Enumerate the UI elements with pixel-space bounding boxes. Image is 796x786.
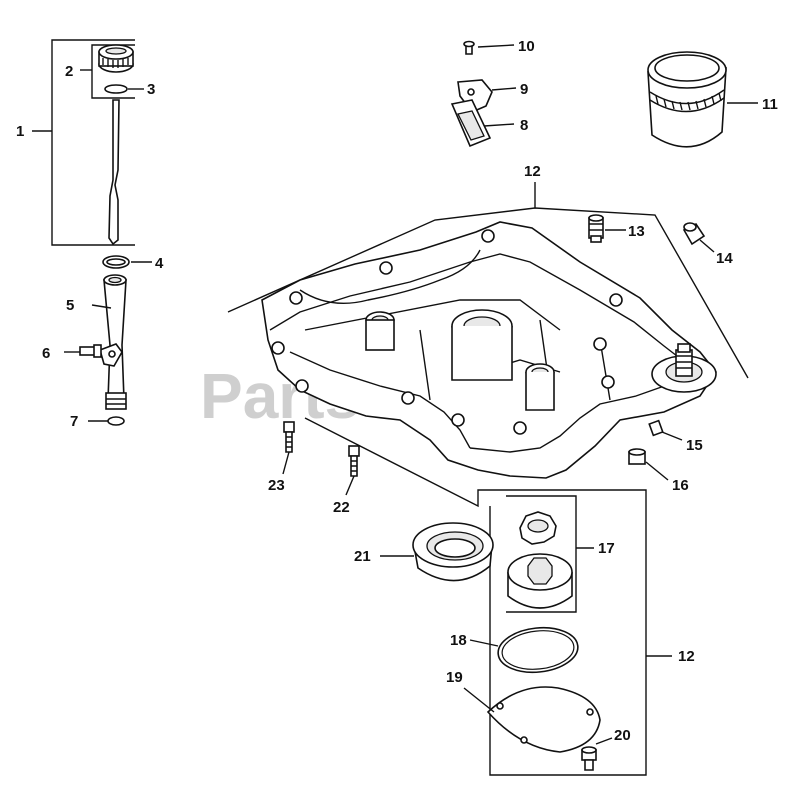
oil-pan bbox=[261, 221, 717, 479]
callout-19: 19 bbox=[446, 669, 463, 686]
plug-14 bbox=[682, 222, 706, 246]
screw-20 bbox=[581, 746, 597, 771]
bracket-1 bbox=[51, 39, 135, 246]
oil-seal bbox=[412, 522, 494, 582]
callout-9: 9 bbox=[520, 81, 528, 98]
callout-11: 11 bbox=[762, 96, 778, 113]
leader-18 bbox=[469, 639, 499, 647]
fitting-15 bbox=[648, 419, 664, 437]
bolt-23 bbox=[283, 421, 295, 453]
callout-5: 5 bbox=[66, 297, 74, 314]
callout-21: 21 bbox=[354, 548, 371, 565]
callout-3: 3 bbox=[147, 81, 155, 98]
leader-15 bbox=[661, 431, 683, 441]
leader-8 bbox=[483, 123, 515, 127]
callout-13: 13 bbox=[628, 223, 645, 240]
callouts: 1 2 3 4 5 6 7 8 9 10 11 12 12 13 14 15 1… bbox=[16, 38, 778, 744]
callout-16: 16 bbox=[672, 477, 689, 494]
dipstick bbox=[108, 99, 120, 246]
callout-18: 18 bbox=[450, 632, 467, 649]
bracket-12-lower bbox=[304, 417, 647, 776]
leader-14 bbox=[699, 239, 715, 253]
callout-6: 6 bbox=[42, 345, 50, 362]
callout-12-upper: 12 bbox=[524, 163, 541, 180]
callout-23: 23 bbox=[268, 477, 285, 494]
decal-group bbox=[450, 40, 517, 148]
bracket-17 bbox=[506, 495, 577, 613]
callout-14: 14 bbox=[716, 250, 733, 267]
dipstick-tube bbox=[103, 274, 127, 410]
leader-22 bbox=[345, 475, 355, 496]
cover-plate-19 bbox=[486, 686, 601, 753]
leader-5 bbox=[91, 304, 112, 309]
fitting-13 bbox=[588, 214, 604, 243]
callout-1: 1 bbox=[16, 123, 24, 140]
callout-8: 8 bbox=[520, 117, 528, 134]
tube-bolt bbox=[79, 343, 123, 367]
bolt-22 bbox=[348, 445, 360, 477]
dipstick-group bbox=[32, 39, 152, 426]
oil-filter bbox=[647, 51, 727, 148]
leader-23 bbox=[282, 451, 290, 475]
o-ring-3 bbox=[104, 84, 128, 94]
o-ring-18 bbox=[497, 626, 579, 674]
o-ring-7 bbox=[107, 416, 125, 426]
callout-17: 17 bbox=[598, 540, 615, 557]
callout-4: 4 bbox=[155, 255, 164, 272]
callout-10: 10 bbox=[518, 38, 535, 55]
callout-12-lower: 12 bbox=[678, 648, 695, 665]
leader-10 bbox=[477, 44, 515, 48]
callout-22: 22 bbox=[333, 499, 350, 516]
leader-9 bbox=[491, 87, 517, 91]
callout-7: 7 bbox=[70, 413, 78, 430]
leader-16 bbox=[645, 461, 669, 481]
leader-19 bbox=[463, 687, 495, 713]
callout-2: 2 bbox=[65, 63, 73, 80]
pump-outer-rotor bbox=[507, 553, 573, 609]
callout-20: 20 bbox=[614, 727, 631, 744]
plug-16 bbox=[628, 448, 646, 465]
pump-inner-rotor bbox=[519, 511, 557, 545]
leader-20 bbox=[595, 737, 613, 745]
callout-15: 15 bbox=[686, 437, 703, 454]
dipstick-cap bbox=[98, 44, 134, 73]
